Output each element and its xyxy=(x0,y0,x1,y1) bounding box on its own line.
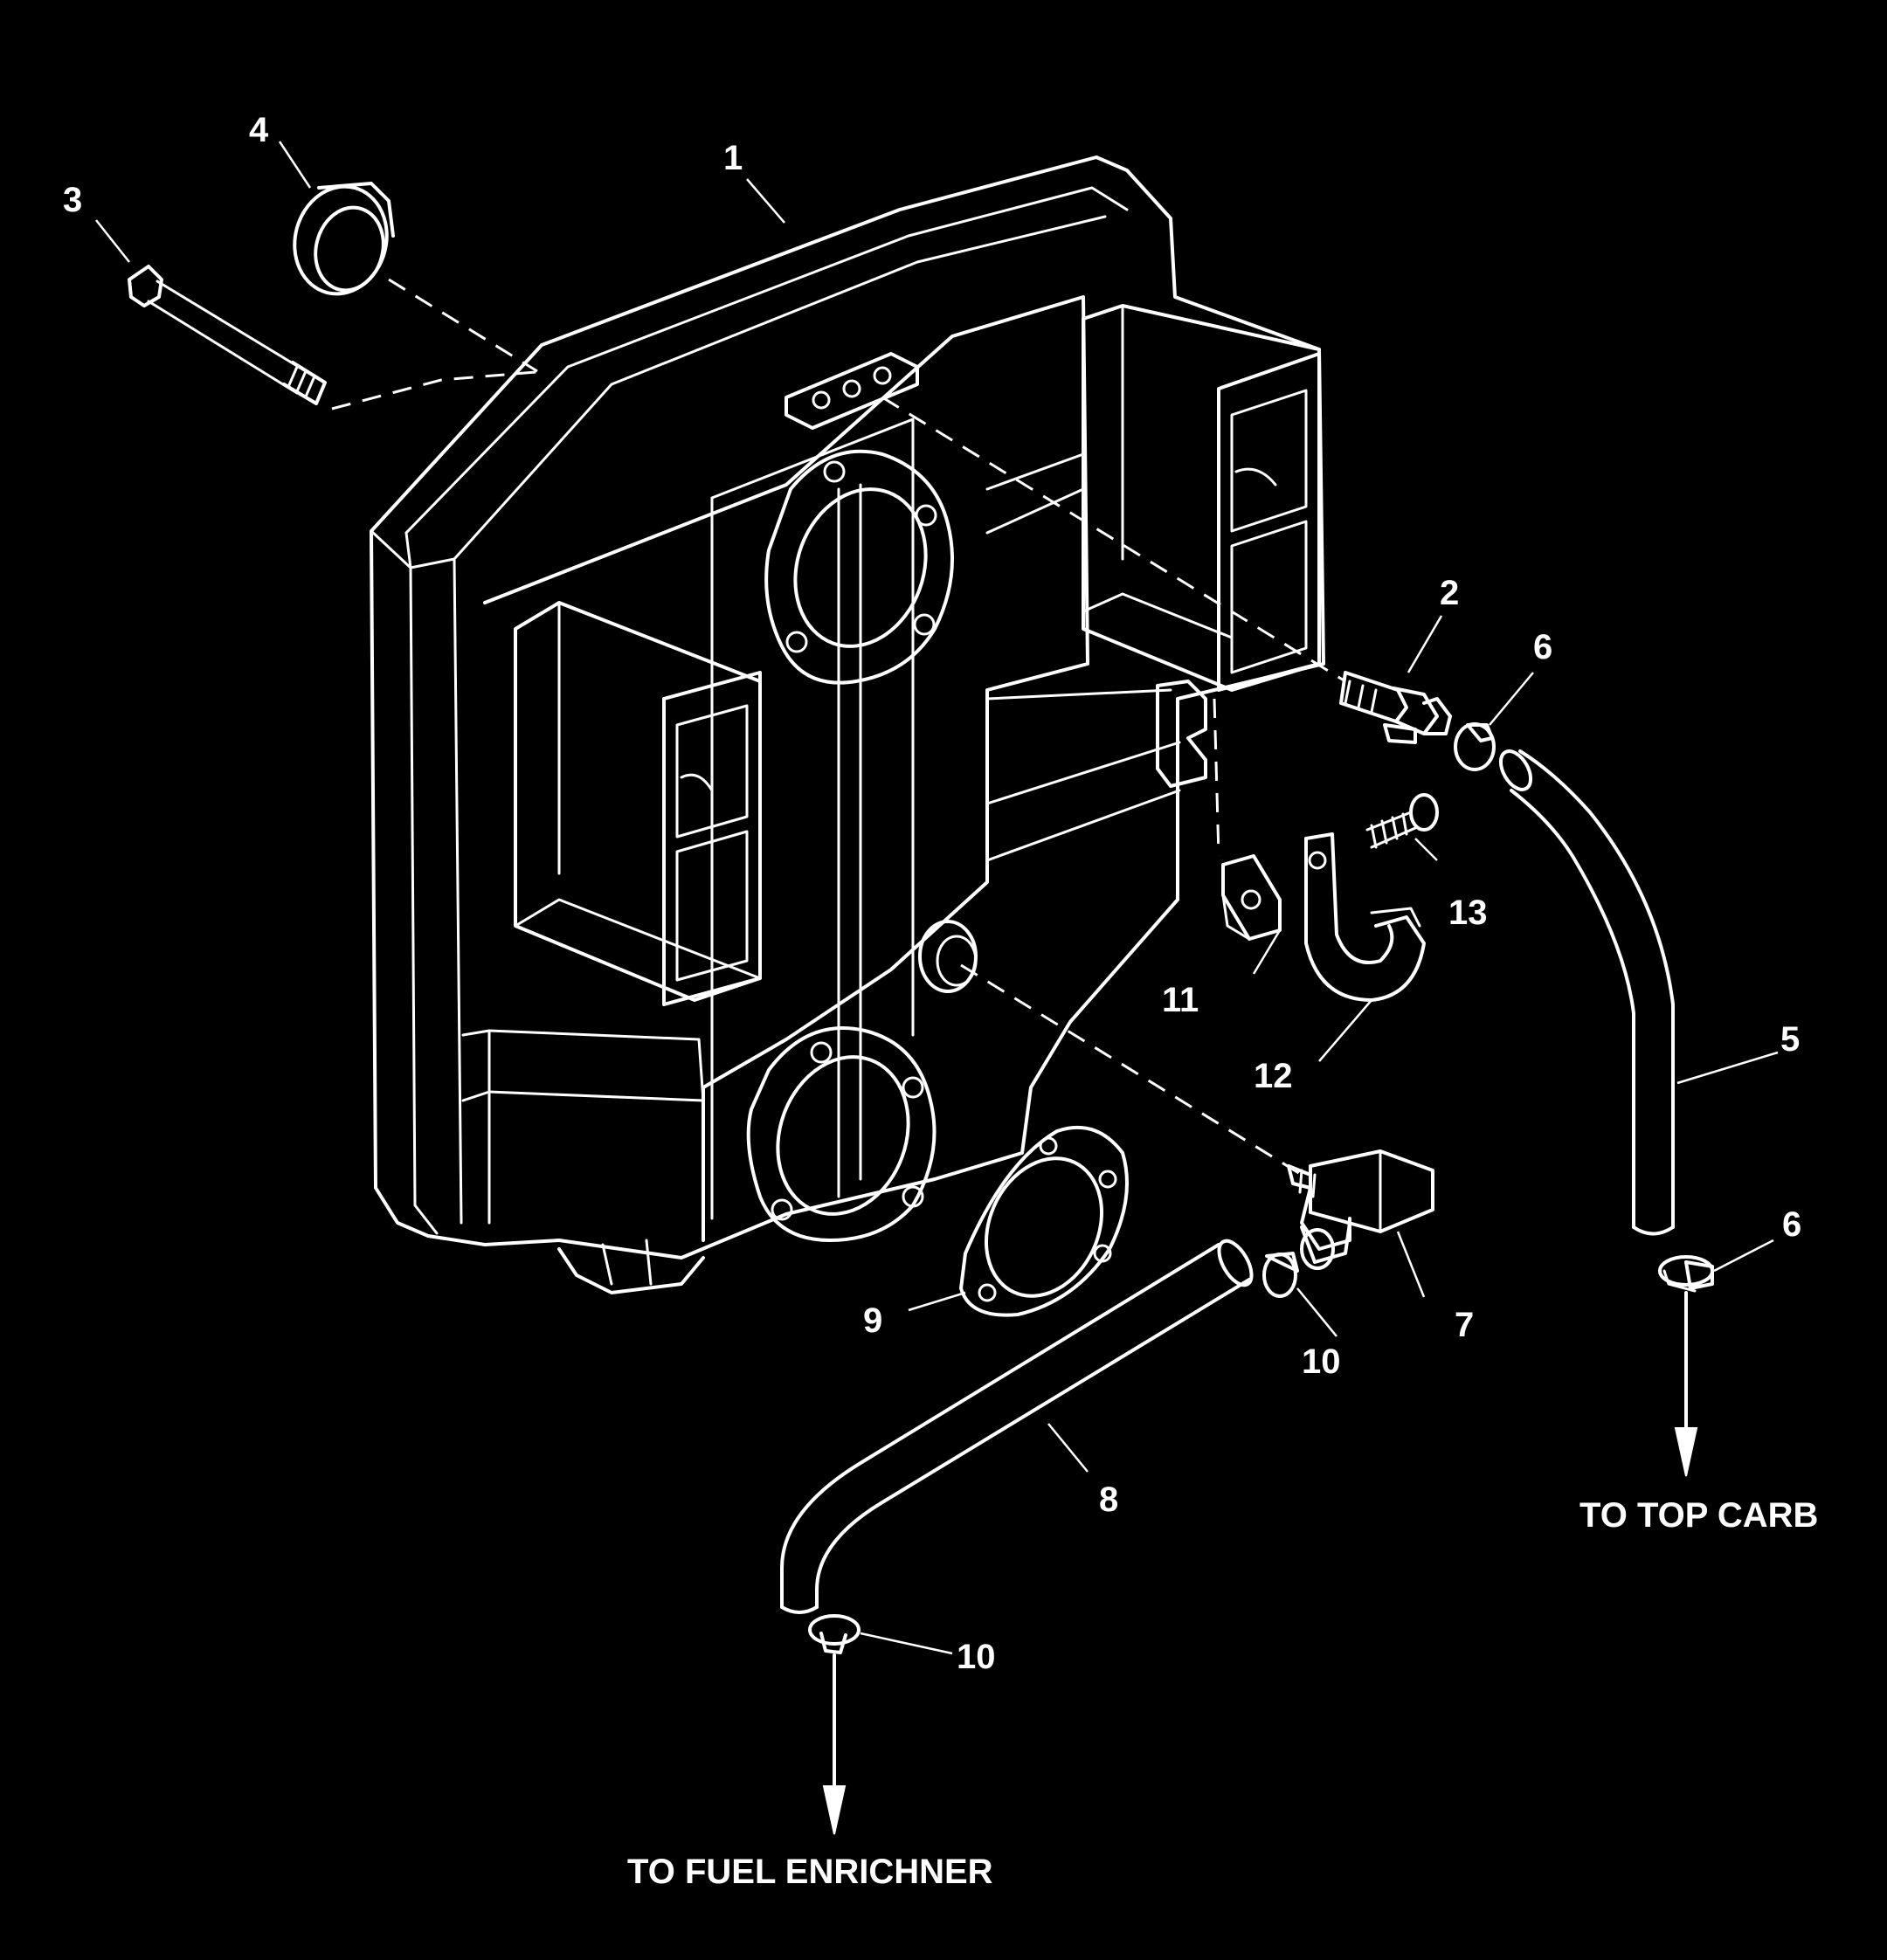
arrow-to-fuel-enrichner xyxy=(822,1653,847,1835)
callout-11: 11 xyxy=(1162,981,1199,1019)
screw-part-13 xyxy=(1365,793,1439,849)
callout-12: 12 xyxy=(1254,1057,1293,1095)
fitting-part-2 xyxy=(1339,671,1452,744)
callout-10-lower: 10 xyxy=(957,1638,996,1676)
callout-1: 1 xyxy=(723,139,743,177)
grommet-part-4 xyxy=(293,182,395,296)
callout-8: 8 xyxy=(1099,1480,1118,1519)
hose-part-5 xyxy=(1498,749,1675,1236)
label-to-top-carb: TO TOP CARB xyxy=(1579,1496,1818,1535)
callout-10-upper: 10 xyxy=(1302,1342,1341,1381)
clamp-part-10-lower xyxy=(808,1614,861,1654)
clamp-part-6-top xyxy=(1454,722,1496,771)
callout-2: 2 xyxy=(1440,574,1459,612)
callout-6-top: 6 xyxy=(1533,628,1552,666)
arrow-to-top-carb xyxy=(1674,1291,1698,1477)
label-to-fuel-enrichner: TO FUEL ENRICHNER xyxy=(627,1853,993,1891)
callout-9: 9 xyxy=(863,1301,882,1340)
p-clip-part-12 xyxy=(1304,832,1426,1002)
lower-port-flange xyxy=(746,1026,937,1242)
clamp-part-6-bottom xyxy=(1658,1255,1714,1293)
assembly-lines xyxy=(331,278,1346,1177)
leader-lines xyxy=(95,141,1779,1655)
callout-5: 5 xyxy=(1780,1020,1800,1059)
hose-part-8 xyxy=(780,1239,1254,1614)
callout-labels: 1 2 3 4 5 6 6 7 8 9 10 10 11 12 13 xyxy=(63,111,1801,1676)
upper-port-flange xyxy=(764,449,954,685)
bolt-part-3 xyxy=(128,265,327,405)
clamp-part-10-upper xyxy=(1262,1252,1299,1298)
callout-13: 13 xyxy=(1448,894,1488,932)
gasket-part-9 xyxy=(959,1125,1129,1317)
callout-3: 3 xyxy=(63,181,82,219)
elbow-fitting-part-7 xyxy=(1287,1149,1434,1270)
callout-4: 4 xyxy=(249,111,269,149)
callout-6-bottom: 6 xyxy=(1782,1205,1801,1244)
callout-7: 7 xyxy=(1455,1306,1474,1344)
